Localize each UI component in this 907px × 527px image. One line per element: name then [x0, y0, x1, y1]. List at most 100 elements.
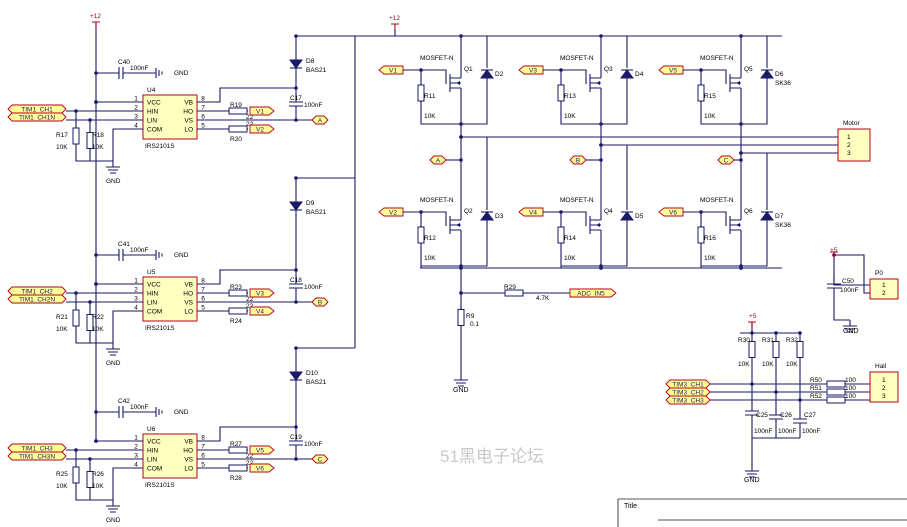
driver-u4-phase-port: A — [318, 117, 323, 124]
power-flag-1 — [92, 21, 100, 28]
hall-cap-val-2: 100nF — [802, 428, 820, 435]
mosfet-q5-diode-wires — [741, 35, 768, 125]
driver-u6-boot-diode-val: BAS21 — [306, 379, 327, 386]
hall-pullup-ref-1: R31 — [762, 337, 774, 344]
mosfet-q4-freewheel-diode — [620, 211, 634, 221]
power-flag-2 — [830, 251, 838, 258]
driver-u4-pd1 — [72, 127, 80, 145]
driver-u5-r-lo-val: 22 — [246, 303, 254, 310]
driver-u6-pd2 — [86, 471, 94, 488]
driver-u6-cap — [112, 406, 130, 418]
driver-u6-part: IRS2101S — [145, 482, 175, 489]
mosfet-q6-type: MOSFET-N — [700, 197, 734, 204]
driver-u5-pinname-5: HO — [183, 290, 193, 297]
hall-pin-2: 2 — [882, 385, 886, 392]
driver-u4-input-a: TIM1_CH1 — [21, 106, 53, 113]
driver-u6-boot-cap — [289, 427, 303, 459]
mosfet-q6-body — [729, 216, 741, 234]
low-rail-junction-2 — [739, 266, 743, 270]
mosfet-q2-diode-ref: D3 — [495, 213, 504, 220]
mosfet-q5-body — [729, 74, 741, 92]
driver-u6-boot-cap-val: 100nF — [304, 441, 322, 448]
bridge-phase-port-a: A — [436, 157, 441, 164]
p0-gnd — [843, 320, 857, 333]
driver-u6-r-ho-val: 22 — [246, 453, 254, 460]
driver-u5-r-ho — [228, 289, 248, 297]
driver-u5-pd1-val: 10K — [56, 326, 68, 333]
driver-u4-cap-ref: C40 — [118, 59, 130, 66]
driver-u6-pinname-3: COM — [147, 465, 162, 472]
driver-u6-phase-port: C — [318, 456, 323, 463]
driver-u4-r-ho-ref: R19 — [230, 102, 242, 109]
hall-pullup-ref-0: R30 — [738, 337, 750, 344]
driver-u6-pinnum-3: 4 — [134, 462, 138, 469]
shunt-adc-junction — [459, 291, 463, 295]
driver-u6-boot-diode-ref: D10 — [306, 370, 318, 377]
driver-u5-pinnum-3: 4 — [134, 305, 138, 312]
driver-u5-ic-body — [142, 276, 198, 322]
driver-u5-out-l: V4 — [256, 308, 264, 315]
driver-u5-input-a: TIM1_CH2 — [21, 288, 53, 295]
mosfet-q6-ref: Q6 — [744, 208, 753, 215]
bridge-phase-junction-2 — [739, 158, 743, 162]
hall-pullup-0 — [748, 341, 756, 358]
driver-u4-boot-cap — [289, 88, 303, 120]
driver-u4-pd2-ref: R18 — [92, 132, 104, 139]
hall-net-tag-2: TIM3_CH3 — [672, 397, 704, 404]
power-label-5v-hall: +5 — [749, 313, 757, 320]
hall-pullup-val-1: 10K — [762, 361, 774, 368]
driver-u6-boot-junction — [294, 346, 298, 350]
mosfet-q2-gate-tag: V2 — [389, 209, 397, 216]
driver-u5-cap — [112, 249, 130, 261]
driver-u4-input-b-shape — [7, 112, 67, 122]
mosfet-q3-ref: Q3 — [604, 66, 613, 73]
driver-u6-out-l: V6 — [256, 465, 264, 472]
mosfet-q1-arrow — [456, 81, 460, 85]
hall-pullup-2 — [796, 341, 804, 358]
mosfet-q1-gate-wire — [403, 69, 447, 84]
motor-label: Motor — [843, 120, 860, 127]
motor-connector-body — [837, 128, 871, 162]
low-rail-junction-0 — [459, 266, 463, 270]
driver-u5-boot-junction — [294, 176, 298, 180]
title-block-label: Title — [624, 503, 637, 510]
driver-u4-vb-wire — [209, 87, 296, 103]
driver-u6-pinname-4: VB — [184, 438, 193, 445]
driver-u6-r-lo — [228, 464, 248, 472]
driver-u5-pinnum-4: 8 — [201, 278, 205, 285]
mosfet-q4-gate-wire — [543, 211, 587, 226]
driver-u5-pinnum-7: 5 — [201, 305, 205, 312]
driver-u6-vb-wire — [209, 426, 296, 442]
hall-label: Hall — [875, 363, 887, 370]
driver-u4-pinname-1: HIN — [147, 108, 159, 115]
shunt-val: 0.1 — [470, 321, 479, 328]
driver-u6-gnd-label: GND — [106, 517, 121, 524]
adc-net-tag: ADC_IN5 — [577, 290, 605, 297]
power-label-12v-main: +12 — [389, 15, 400, 22]
driver-u4-out-h-shape — [249, 106, 275, 116]
driver-u4-boot-diode-ref: D8 — [306, 58, 315, 65]
driver-u6-pinnum-0: 1 — [134, 435, 138, 442]
driver-u4-cap — [112, 67, 130, 79]
driver-u6-pinnum-6: 6 — [201, 453, 205, 460]
driver-u5-r-lo — [228, 307, 248, 315]
power-label-12v-driver: +12 — [90, 13, 101, 20]
motor-pin-2: 2 — [847, 142, 851, 149]
gnd-label-p0: GND — [843, 328, 859, 335]
driver-u5-phase-port-shape — [311, 297, 329, 307]
driver-u6-ic-body — [142, 433, 198, 479]
driver-u4-pinnum-0: 1 — [134, 96, 138, 103]
bridge-phase-junction-0 — [459, 158, 463, 162]
driver-u4-boot-diode — [289, 59, 303, 69]
mosfet-q4-res-ref: R14 — [564, 235, 576, 242]
driver-u4-vs-junction — [294, 118, 298, 122]
mosfet-q3-freewheel-diode — [620, 69, 634, 79]
hall-series-val-2: 100 — [845, 393, 856, 400]
mosfet-q3-body — [589, 74, 601, 92]
driver-u6-gnd-wires — [75, 467, 131, 501]
driver-u4-r-ho-val: 22 — [246, 114, 254, 121]
bridge-phase-port-c: C — [724, 157, 729, 164]
driver-u4-cap-junction — [94, 71, 98, 75]
driver-u5-vs-junction — [294, 300, 298, 304]
hall-net-tag-1: TIM3_CH2 — [672, 389, 704, 396]
